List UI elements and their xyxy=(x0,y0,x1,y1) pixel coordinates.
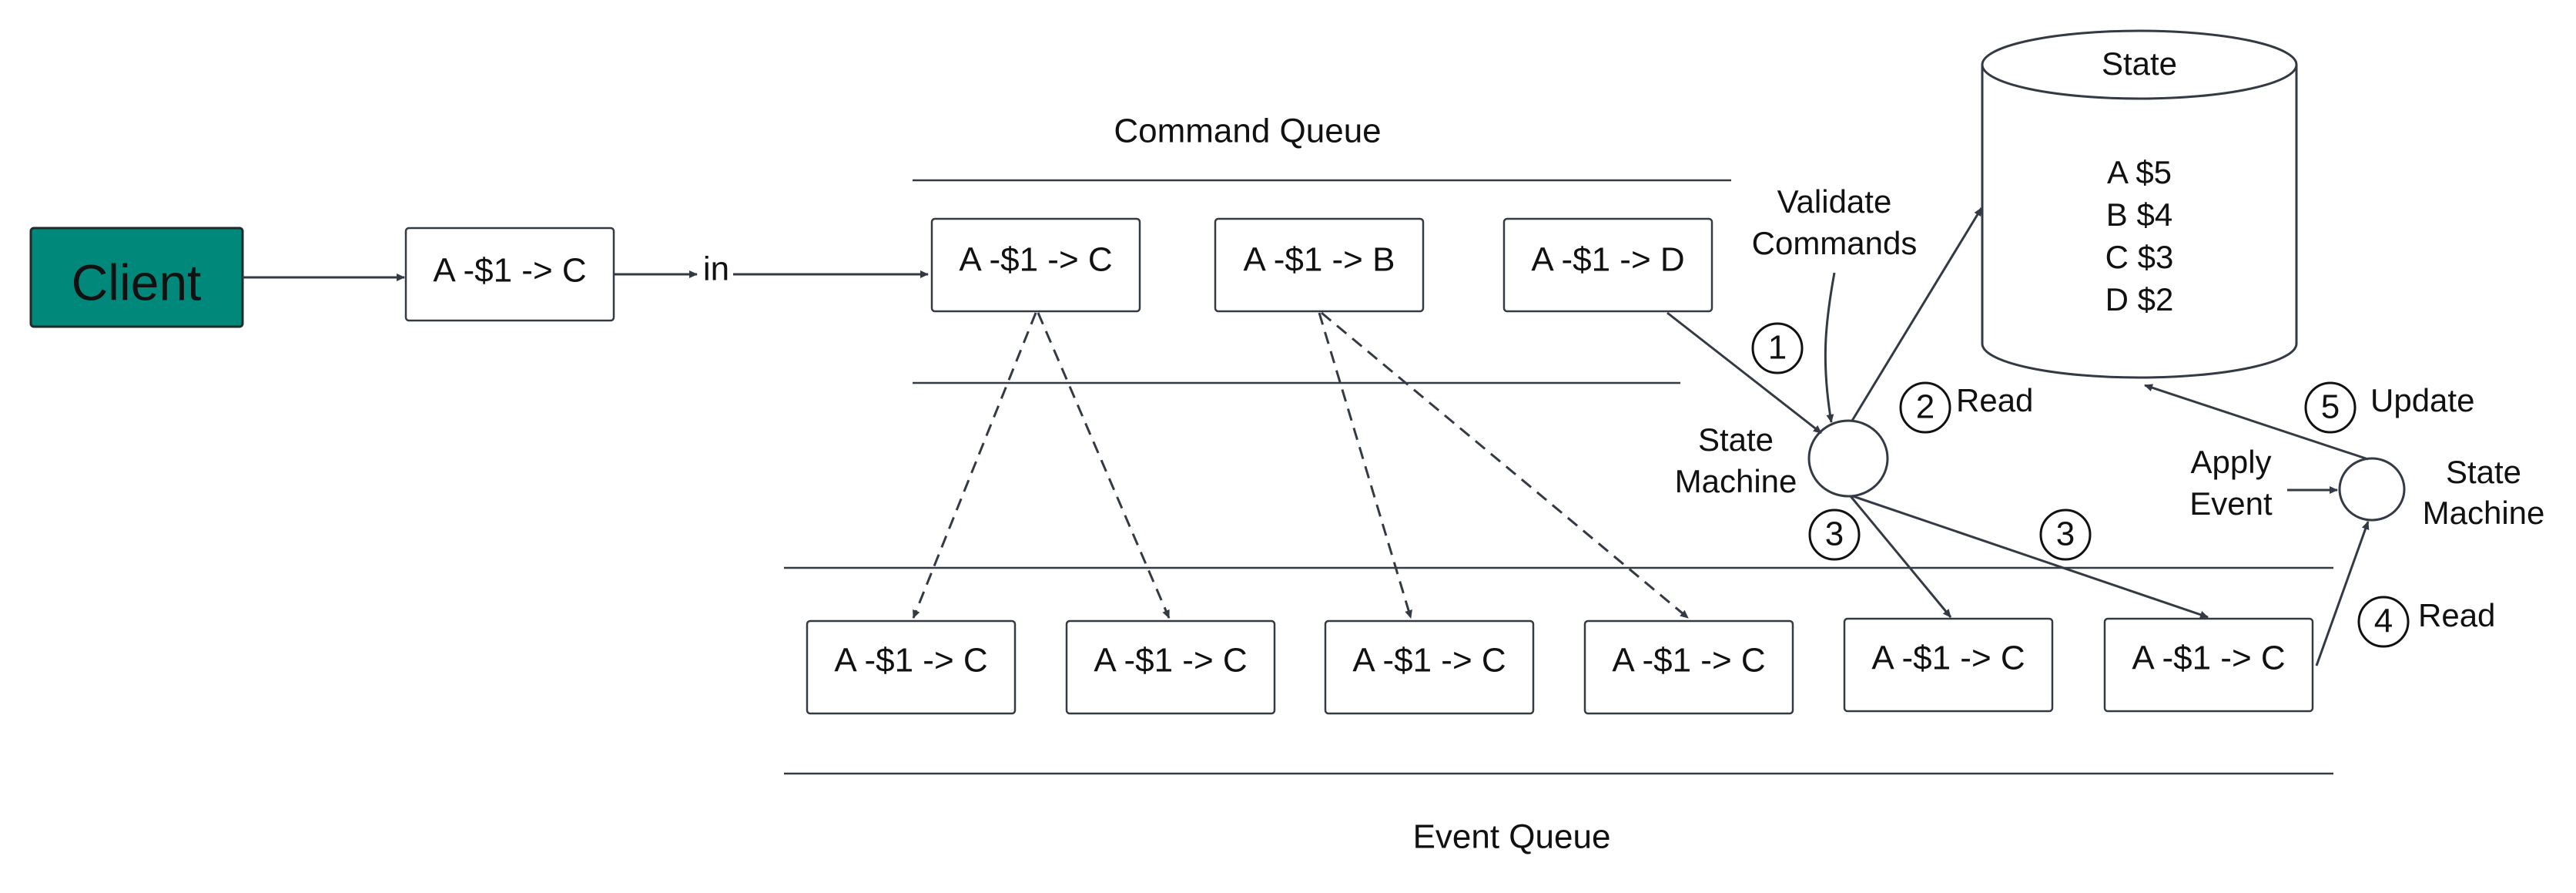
step-3b-badge xyxy=(2039,509,2092,561)
state-machine-1-label: Machine xyxy=(1675,463,1797,499)
step-3b-number: 3 xyxy=(2056,515,2075,553)
event-queue-title: Event Queue xyxy=(1413,818,1611,856)
state-entry: A $5 xyxy=(2107,154,2172,190)
event-item-label: A -$1 -> C xyxy=(1094,642,1247,680)
command-item-label: A -$1 -> C xyxy=(959,241,1112,279)
incoming-command-label: A -$1 -> C xyxy=(433,252,586,290)
emit-event-6-arrow xyxy=(1852,495,2209,619)
command-d-to-machine-arrow xyxy=(1667,311,1822,435)
step-2-badge xyxy=(1899,381,1951,434)
state-entry: D $2 xyxy=(2105,281,2174,317)
event-item: A -$1 -> C xyxy=(1065,619,1276,715)
update-state-arrow xyxy=(2144,384,2369,461)
event-item-label: A -$1 -> C xyxy=(1352,642,1506,680)
state-machine-1-node xyxy=(1807,419,1889,498)
incoming-command-box: A -$1 -> C xyxy=(404,227,615,322)
command-item: A -$1 -> B xyxy=(1214,217,1425,313)
state-entry: C $3 xyxy=(2105,239,2174,275)
step-4-number: 4 xyxy=(2374,603,2393,640)
dashed-arrow-b-to-event4 xyxy=(1321,311,1689,619)
dashed-arrow-b-to-event3 xyxy=(1318,312,1412,619)
step-2-label: Read xyxy=(1956,382,2033,418)
step-4-badge xyxy=(2357,596,2410,648)
event-item: A -$1 -> C xyxy=(806,619,1017,715)
step-1-number: 1 xyxy=(1768,329,1787,367)
read-event-arrow xyxy=(2315,521,2370,666)
state-machine-2-label: Machine xyxy=(2423,495,2545,531)
client-node: Client xyxy=(29,227,244,328)
state-machine-1-label: State xyxy=(1698,421,1774,458)
event-item: A -$1 -> C xyxy=(1583,619,1794,715)
event-item-label: A -$1 -> C xyxy=(834,642,987,680)
step-3a-badge xyxy=(1808,509,1861,561)
step-4-label: Read xyxy=(2418,597,2495,633)
dashed-arrow-c-to-event1 xyxy=(912,312,1037,619)
in-label: in xyxy=(703,250,729,288)
step-2-number: 2 xyxy=(1916,388,1935,426)
read-state-arrow xyxy=(1851,207,1983,421)
event-item: A -$1 -> C xyxy=(1843,617,2054,713)
event-item: A -$1 -> C xyxy=(2103,617,2314,713)
step-3a-number: 3 xyxy=(1825,515,1844,553)
state-title: State xyxy=(2102,45,2177,82)
step-1-badge xyxy=(1751,322,1804,374)
event-item-label: A -$1 -> C xyxy=(1612,642,1765,680)
apply-event-label: Apply xyxy=(2190,444,2271,480)
state-machine-2-label: State xyxy=(2446,454,2521,490)
validate-commands-label: Commands xyxy=(1752,225,1918,261)
state-machine-2-node xyxy=(2338,457,2406,522)
command-item: A -$1 -> C xyxy=(930,217,1141,313)
event-item: A -$1 -> C xyxy=(1324,619,1535,715)
step-5-badge xyxy=(2304,381,2357,434)
validate-commands-label: Validate xyxy=(1777,183,1892,220)
validate-to-machine-arrow xyxy=(1824,272,1836,423)
step-5-label: Update xyxy=(2370,382,2474,418)
emit-event-5-arrow xyxy=(1849,495,1952,618)
client-label: Client xyxy=(72,253,202,311)
command-item-label: A -$1 -> B xyxy=(1244,241,1395,279)
apply-event-label: Event xyxy=(2189,485,2273,522)
command-queue-title: Command Queue xyxy=(1114,112,1381,150)
state-database: State A $5 B $4 C $3 D $2 xyxy=(1981,29,2298,379)
event-item-label: A -$1 -> C xyxy=(1871,640,2025,677)
command-item-label: A -$1 -> D xyxy=(1531,241,1684,279)
event-item-label: A -$1 -> C xyxy=(2132,640,2285,677)
state-entry: B $4 xyxy=(2106,196,2172,233)
step-5-number: 5 xyxy=(2321,388,2340,426)
dashed-arrow-c-to-event2 xyxy=(1037,312,1171,619)
command-item: A -$1 -> D xyxy=(1502,217,1713,313)
